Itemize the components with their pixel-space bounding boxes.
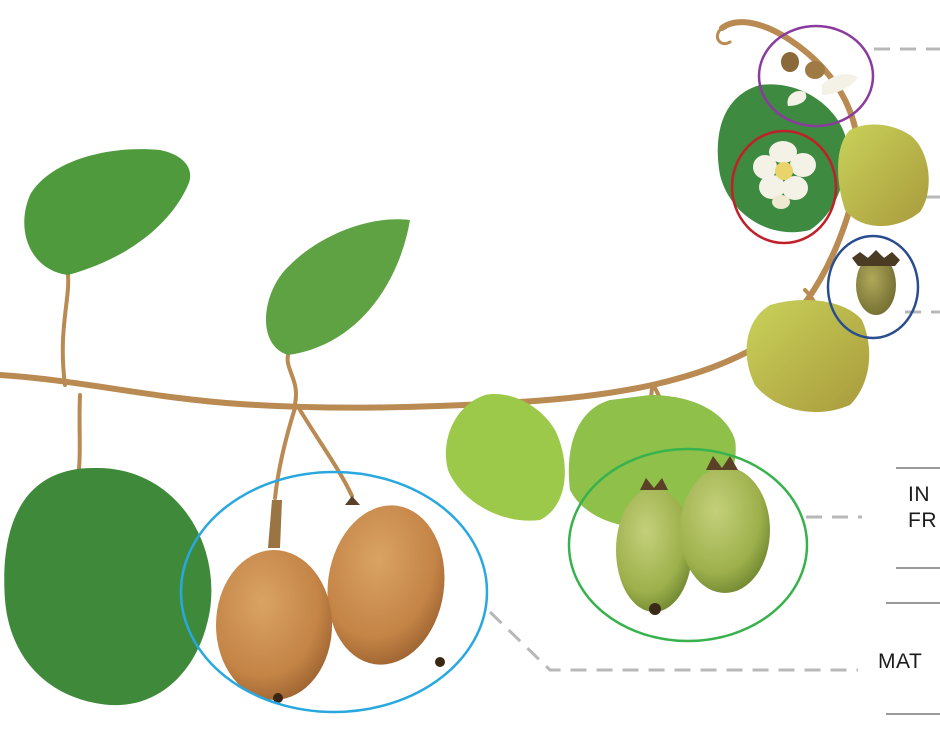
mature-fruit-label: MAT	[878, 648, 922, 675]
mature-fruit-icon	[216, 496, 455, 703]
label-rule-top	[896, 467, 940, 469]
label-rule-middle-2	[886, 602, 940, 604]
leaf-top-right-young	[838, 125, 929, 227]
vine-stem	[0, 22, 859, 498]
leaf-right-large	[747, 300, 870, 412]
immature-fruit-label-line2: FR	[908, 507, 937, 534]
label-rule-bottom	[886, 713, 940, 715]
leaf-top-left	[24, 149, 190, 275]
leaf-middle-light	[446, 394, 565, 521]
immature-fruit-label-line1: IN	[908, 481, 930, 508]
young-fruit-icon	[852, 250, 900, 315]
leaf-center	[266, 219, 410, 355]
label-rule-middle-1	[896, 567, 940, 569]
